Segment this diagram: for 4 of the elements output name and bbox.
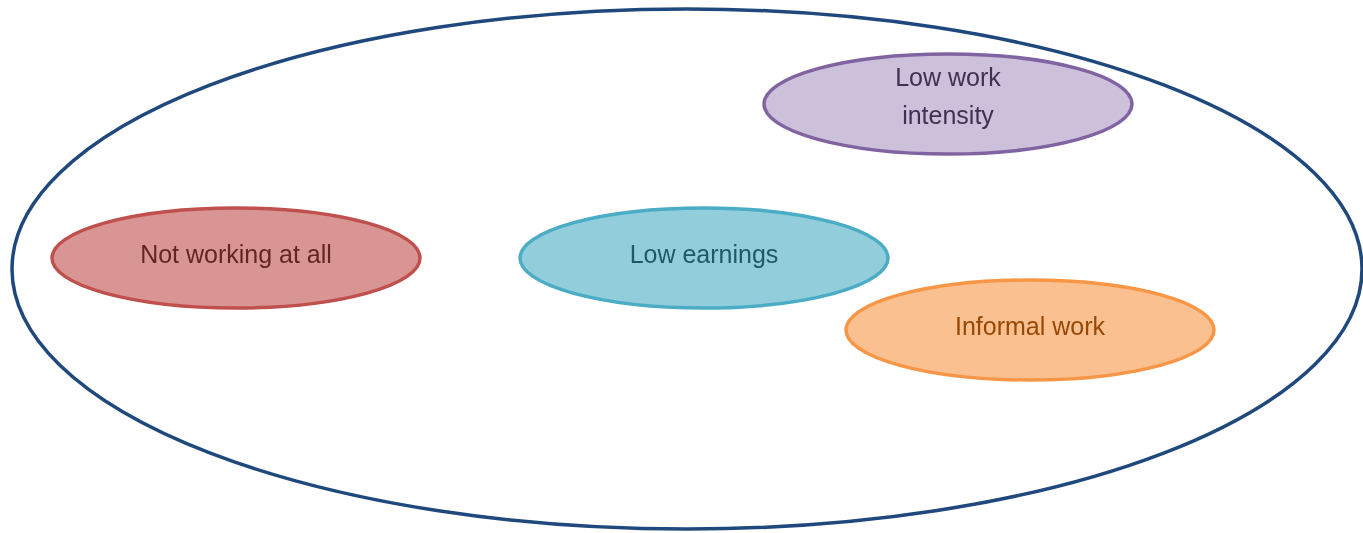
- category-label: Informal work: [953, 310, 1106, 342]
- category-label: Low earnings: [628, 238, 780, 270]
- category-label: Low work intensity: [894, 62, 1002, 131]
- category-label: Not working at all: [139, 238, 333, 270]
